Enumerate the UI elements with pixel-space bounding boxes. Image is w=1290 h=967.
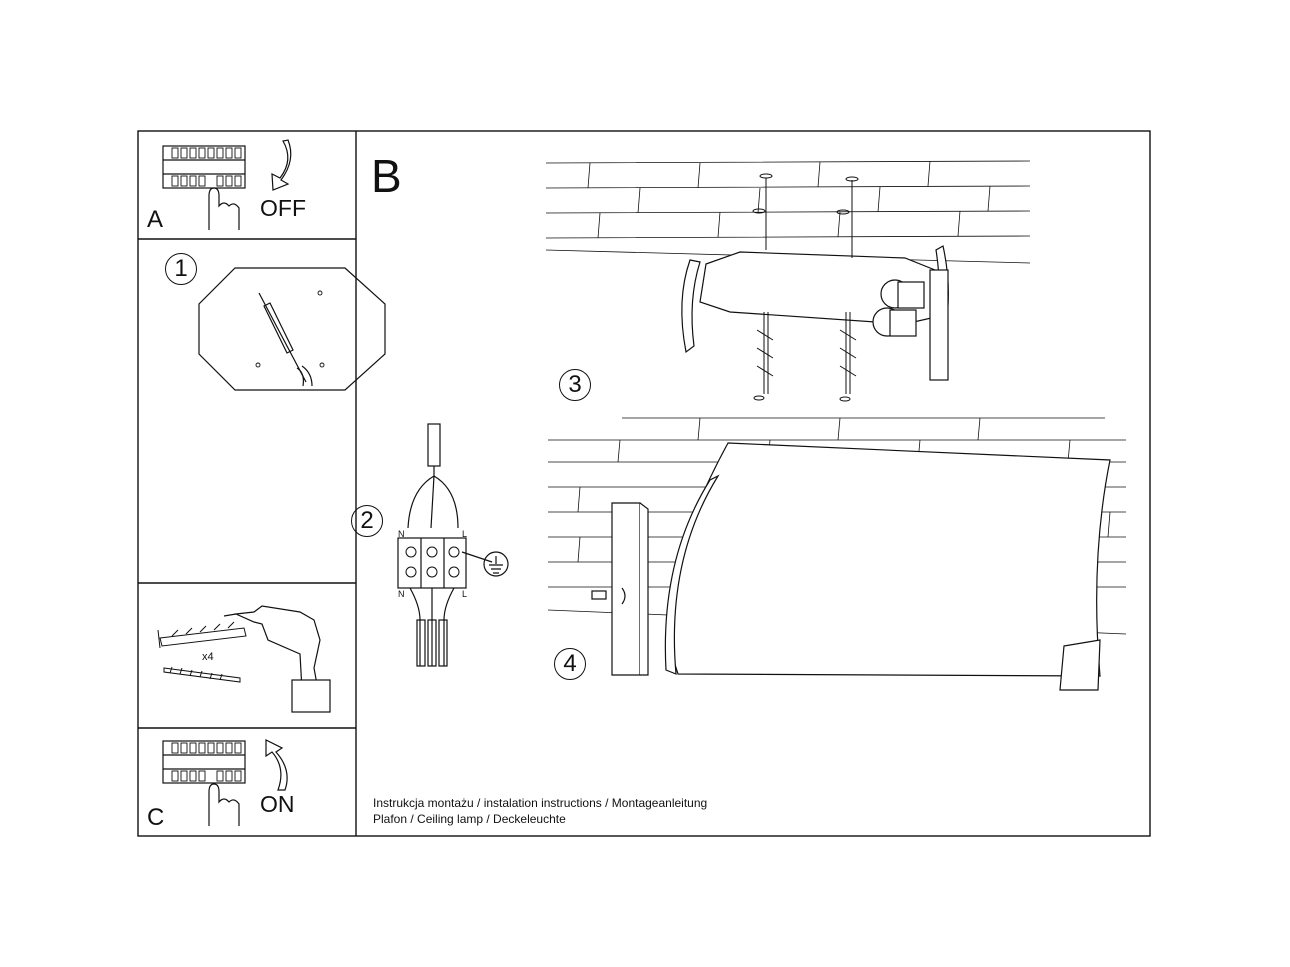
mounting-plate-holes [255, 290, 325, 368]
ceiling-brickwork-top [545, 160, 1031, 264]
lamp-frame-top [681, 245, 949, 381]
power-cable [258, 292, 313, 387]
caption-block: Instrukcja montażu / instalation instruc… [373, 795, 707, 827]
arrow-down-icon [271, 139, 292, 191]
neutral-label-top: N [398, 529, 405, 539]
live-label-bottom: L [462, 589, 468, 599]
lamp-shade [591, 442, 1111, 691]
wall-anchors [157, 621, 247, 649]
panel-c-letter: C [147, 804, 165, 831]
hand-icon [208, 187, 240, 230]
step-1-number: 1 [165, 253, 197, 285]
terminal-block-diagram [397, 423, 509, 667]
on-label: ON [260, 791, 295, 817]
step-3-number: 3 [559, 369, 591, 401]
screws-top [752, 173, 859, 402]
live-label-top: L [462, 529, 468, 539]
arrow-up-icon [265, 739, 288, 791]
panel-b-letter: B [371, 150, 402, 202]
long-screw [163, 666, 241, 683]
hand-icon-c [208, 783, 240, 826]
off-label: OFF [260, 195, 306, 221]
neutral-label-bottom: N [398, 589, 405, 599]
outer-frame [137, 130, 1151, 837]
breaker-box-icon-c [162, 740, 246, 784]
step-2-number: 2 [351, 505, 383, 537]
breaker-box-icon [162, 145, 246, 189]
panel-a-letter: A [147, 206, 164, 233]
anchor-quantity: x4 [202, 651, 214, 663]
caption-line-2: Plafon / Ceiling lamp / Deckeleuchte [373, 812, 566, 826]
caption-line-1: Instrukcja montażu / instalation instruc… [373, 796, 708, 810]
mounting-plate [198, 267, 386, 391]
drill-icon [223, 605, 331, 713]
step-4-number: 4 [554, 648, 586, 680]
